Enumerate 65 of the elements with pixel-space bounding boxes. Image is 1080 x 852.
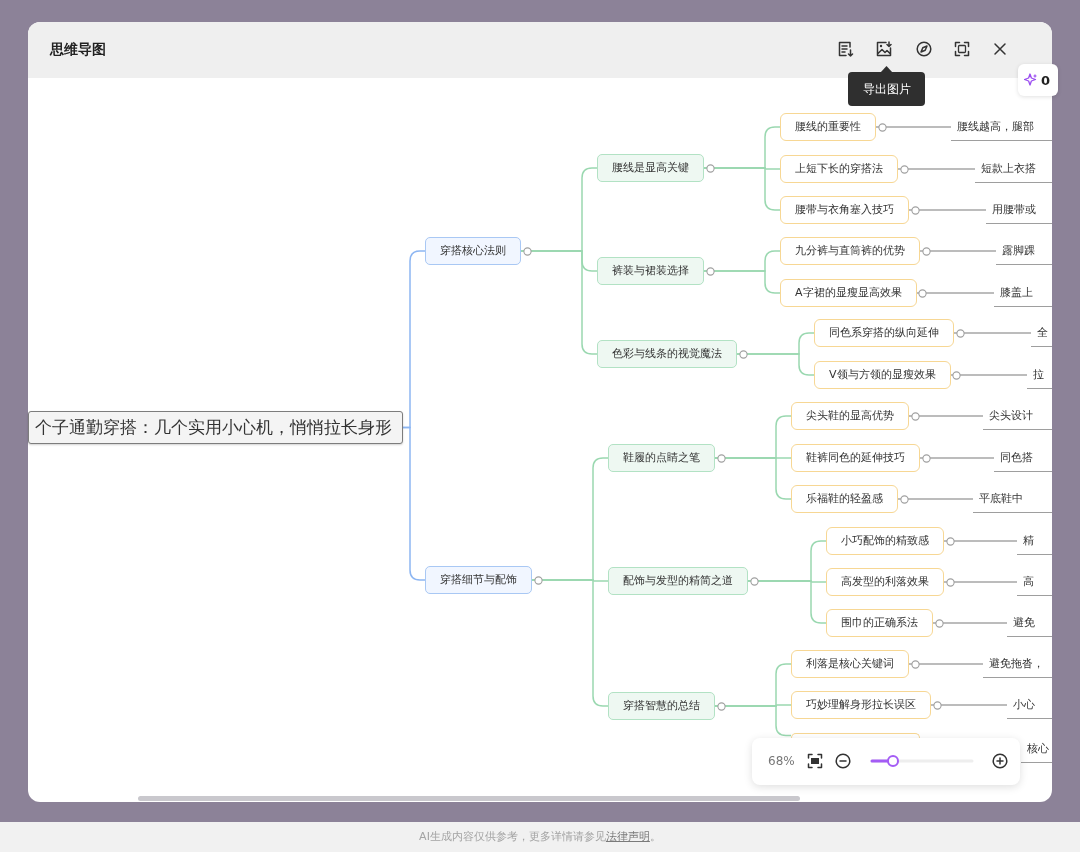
subtopic-box: 穿搭智慧的总结: [608, 692, 715, 720]
leaf-topic: 露脚踝: [996, 241, 1052, 265]
connector-line: [736, 353, 815, 376]
detail-topic-box: [791, 733, 920, 738]
detail-topic-box: A字裙的显瘦显高效果: [780, 279, 917, 307]
connector-line: [897, 498, 974, 500]
connector-line: [919, 457, 995, 459]
count-button: 0: [1018, 64, 1058, 96]
leaf-topic: 拉: [1027, 365, 1052, 389]
leaf-topic: 短款上衣搭: [975, 159, 1052, 183]
detail-topic-box: 腰线的重要性: [780, 113, 876, 141]
legal-link: 法律声明: [605, 830, 650, 843]
zoom-percent: 68%: [768, 753, 795, 769]
leaf-topic: 尖头设计: [983, 406, 1052, 430]
detail-topic-box: 鞋裤同色的延伸技巧: [791, 444, 920, 472]
connector-line: [943, 581, 1018, 583]
leaf-topic: 全: [1031, 323, 1052, 347]
detail-topic-box: 腰带与衣角塞入技巧: [780, 196, 909, 224]
detail-topic-box: 尖头鞋的显高优势: [791, 402, 909, 430]
leaf-topic: 高: [1017, 572, 1052, 596]
leaf-topic: 避免拖沓，: [983, 654, 1052, 678]
leaf-topic: 腰线越高，腿部: [951, 117, 1052, 141]
detail-topic-box: 巧妙理解身形拉长误区: [791, 691, 931, 719]
connector-line: [932, 622, 1008, 624]
connector-line: [402, 426, 426, 581]
connector-line: [949, 374, 1028, 376]
main-topic-box: 穿搭细节与配饰: [425, 566, 532, 594]
detail-topic-box: 上短下长的穿搭法: [780, 155, 898, 183]
connector-line: [908, 415, 984, 417]
detail-topic-box: 同色系穿搭的纵向延伸: [814, 319, 954, 347]
connector-line: [915, 292, 995, 294]
detail-topic-box: 乐福鞋的轻盈感: [791, 485, 898, 513]
detail-topic-box: 高发型的利落效果: [826, 568, 944, 596]
connector-line: [943, 540, 1018, 542]
detail-topic-box: 小巧配饰的精致感: [826, 527, 944, 555]
connector-line: [897, 168, 976, 170]
tooltip: 导出图片: [848, 66, 925, 106]
leaf-topic: 用腰带或: [986, 200, 1052, 224]
detail-topic-box: 围巾的正确系法: [826, 609, 933, 637]
main-topic-box: 穿搭核心法则: [425, 237, 521, 265]
leaf-topic: 核心: [1021, 739, 1052, 763]
connector-line: [875, 126, 952, 128]
connector-line: [703, 270, 781, 294]
subtopic-box: 配饰与发型的精简之道: [608, 567, 748, 595]
central-topic-box: 个子通勤穿搭：几个实用小心机，悄悄拉长身形: [28, 411, 403, 444]
leaf-topic: 膝盖上: [994, 283, 1052, 307]
connector-line: [930, 704, 1008, 706]
subtopic-box: 色彩与线条的视觉魔法: [597, 340, 737, 368]
connector-line: [919, 250, 997, 252]
detail-topic-box: 利落是核心关键词: [791, 650, 909, 678]
connector-line: [908, 663, 984, 665]
detail-topic-box: 九分裤与直筒裤的优势: [780, 237, 920, 265]
connector-line: [953, 332, 1032, 334]
leaf-topic: 精: [1017, 531, 1052, 555]
subtopic-box: 腰线是显高关键: [597, 154, 704, 182]
leaf-topic: 小心: [1007, 695, 1052, 719]
dialog-title: 思维导图: [50, 40, 106, 58]
subtopic-box: 裤装与裙装选择: [597, 257, 704, 285]
subtopic-box: 鞋履的点睛之笔: [608, 444, 715, 472]
leaf-topic: 同色搭: [994, 448, 1052, 472]
connector-line: [908, 209, 987, 211]
leaf-topic: 平底鞋中: [973, 489, 1052, 513]
leaf-topic: 避免: [1007, 613, 1052, 637]
detail-topic-box: V领与方领的显瘦效果: [814, 361, 951, 389]
disclaimer-text: AI生成内容仅供参考，更多详情请参见法律声明。: [419, 829, 661, 845]
